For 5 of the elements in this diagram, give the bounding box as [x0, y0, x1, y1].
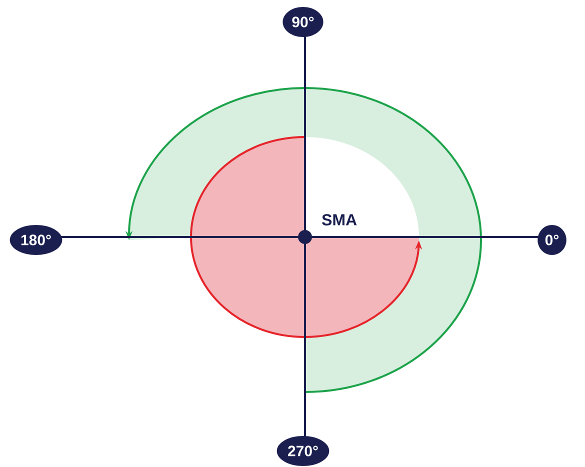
- angle-badge: 270°: [276, 436, 330, 466]
- origin-label: SMA: [322, 214, 357, 226]
- angle-badge: 180°: [10, 225, 62, 255]
- angle-badge: 0°: [538, 225, 566, 255]
- angle-badge: 90°: [282, 7, 324, 37]
